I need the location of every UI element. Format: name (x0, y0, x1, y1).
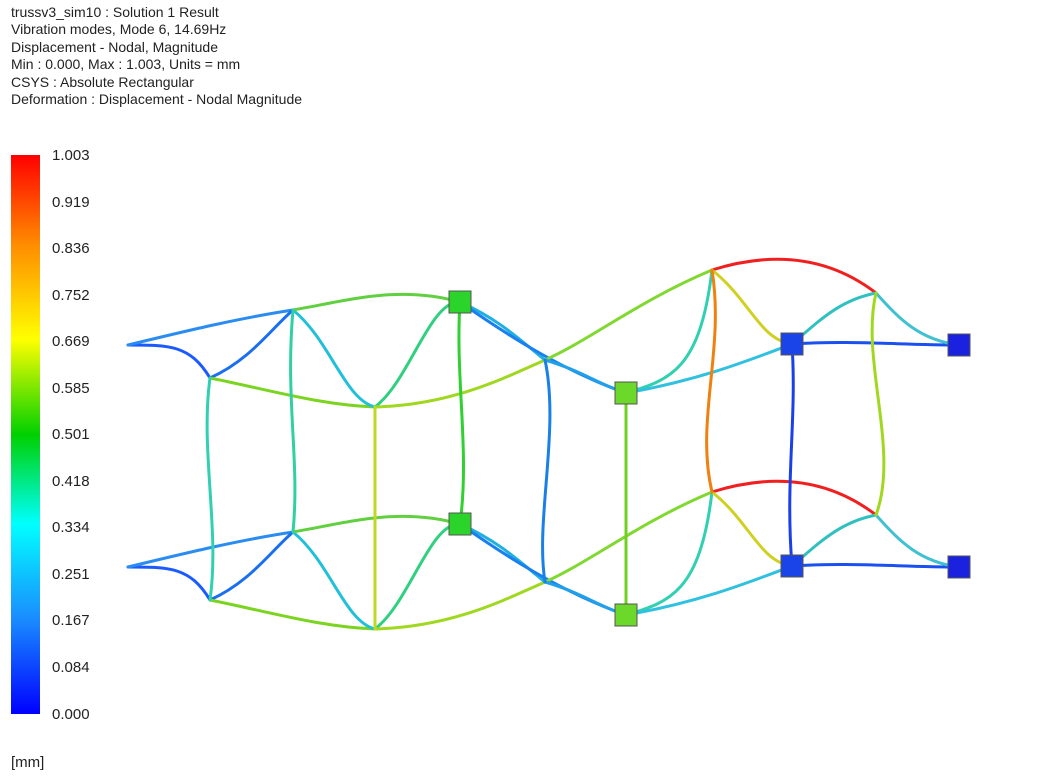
node-marker (448, 512, 472, 536)
truss-member (208, 530, 295, 602)
truss-member (291, 292, 462, 312)
truss-member (874, 291, 961, 347)
node-marker (947, 333, 971, 357)
legend-tick-label: 0.167 (52, 612, 90, 629)
node-marker (780, 554, 804, 578)
truss-member (790, 340, 961, 347)
truss-member (373, 358, 547, 409)
truss-member (373, 300, 462, 409)
legend-tick-label: 1.003 (52, 147, 90, 164)
legend-units-label: [mm] (11, 754, 45, 771)
node-marker (780, 332, 804, 356)
truss-member (208, 308, 295, 380)
legend-tick-label: 0.669 (52, 333, 90, 350)
truss-member (624, 564, 794, 617)
truss-member (710, 479, 878, 517)
truss-member (624, 268, 714, 395)
legend-tick-label: 0.585 (52, 380, 90, 397)
legend-tick-label: 0.251 (52, 566, 90, 583)
legend-tick-label: 0.418 (52, 473, 90, 490)
color-legend-bar (11, 155, 40, 714)
node-marker (947, 555, 971, 579)
truss-member (788, 342, 795, 568)
truss-member (208, 376, 377, 409)
truss-member (710, 490, 794, 568)
truss-member (205, 376, 215, 602)
truss-member (790, 513, 878, 568)
truss-member (291, 530, 377, 631)
truss-member (790, 291, 878, 346)
truss-member (624, 490, 714, 617)
truss-member (543, 490, 714, 584)
legend-tick-label: 0.084 (52, 659, 90, 676)
legend-tick-label: 0.836 (52, 240, 90, 257)
legend-tick-label: 0.919 (52, 194, 90, 211)
truss-member (458, 300, 547, 362)
truss-member (710, 268, 794, 346)
header-line-mode: Vibration modes, Mode 6, 14.69Hz (11, 21, 227, 38)
truss-member (126, 565, 212, 602)
truss-member (291, 308, 377, 409)
truss-member (874, 513, 961, 569)
truss-member (458, 522, 547, 584)
truss-member (710, 257, 878, 295)
truss-member (543, 268, 714, 362)
node-marker (448, 290, 472, 314)
truss-member (289, 308, 297, 534)
header-line-range: Min : 0.000, Max : 1.003, Units = mm (11, 56, 241, 73)
truss-member (541, 358, 552, 584)
node-marker (614, 381, 638, 405)
legend-tick-label: 0.334 (52, 519, 90, 536)
header-line-csys: CSYS : Absolute Rectangular (11, 73, 194, 90)
truss-member (870, 291, 886, 517)
header-line-title: trussv3_sim10 : Solution 1 Result (11, 4, 219, 20)
legend-tick-label: 0.752 (52, 287, 90, 304)
truss-member (705, 268, 717, 494)
header-line-deformation: Deformation : Displacement - Nodal Magni… (11, 91, 303, 108)
truss-member (126, 308, 295, 347)
truss-member (373, 522, 462, 631)
truss-member (126, 530, 295, 569)
truss-member (543, 580, 628, 617)
truss-member (208, 598, 377, 631)
truss-member (126, 343, 212, 380)
truss-member (373, 580, 547, 631)
legend-tick-label: 0.501 (52, 426, 90, 443)
node-marker (614, 603, 638, 627)
legend-tick-label: 0.000 (52, 706, 90, 723)
truss-member (790, 562, 961, 569)
truss-member (624, 342, 794, 395)
truss-member (457, 300, 466, 526)
result-header: trussv3_sim10 : Solution 1 Result Vibrat… (11, 4, 302, 108)
truss-member (543, 358, 628, 395)
header-line-result-type: Displacement - Nodal, Magnitude (11, 38, 218, 55)
